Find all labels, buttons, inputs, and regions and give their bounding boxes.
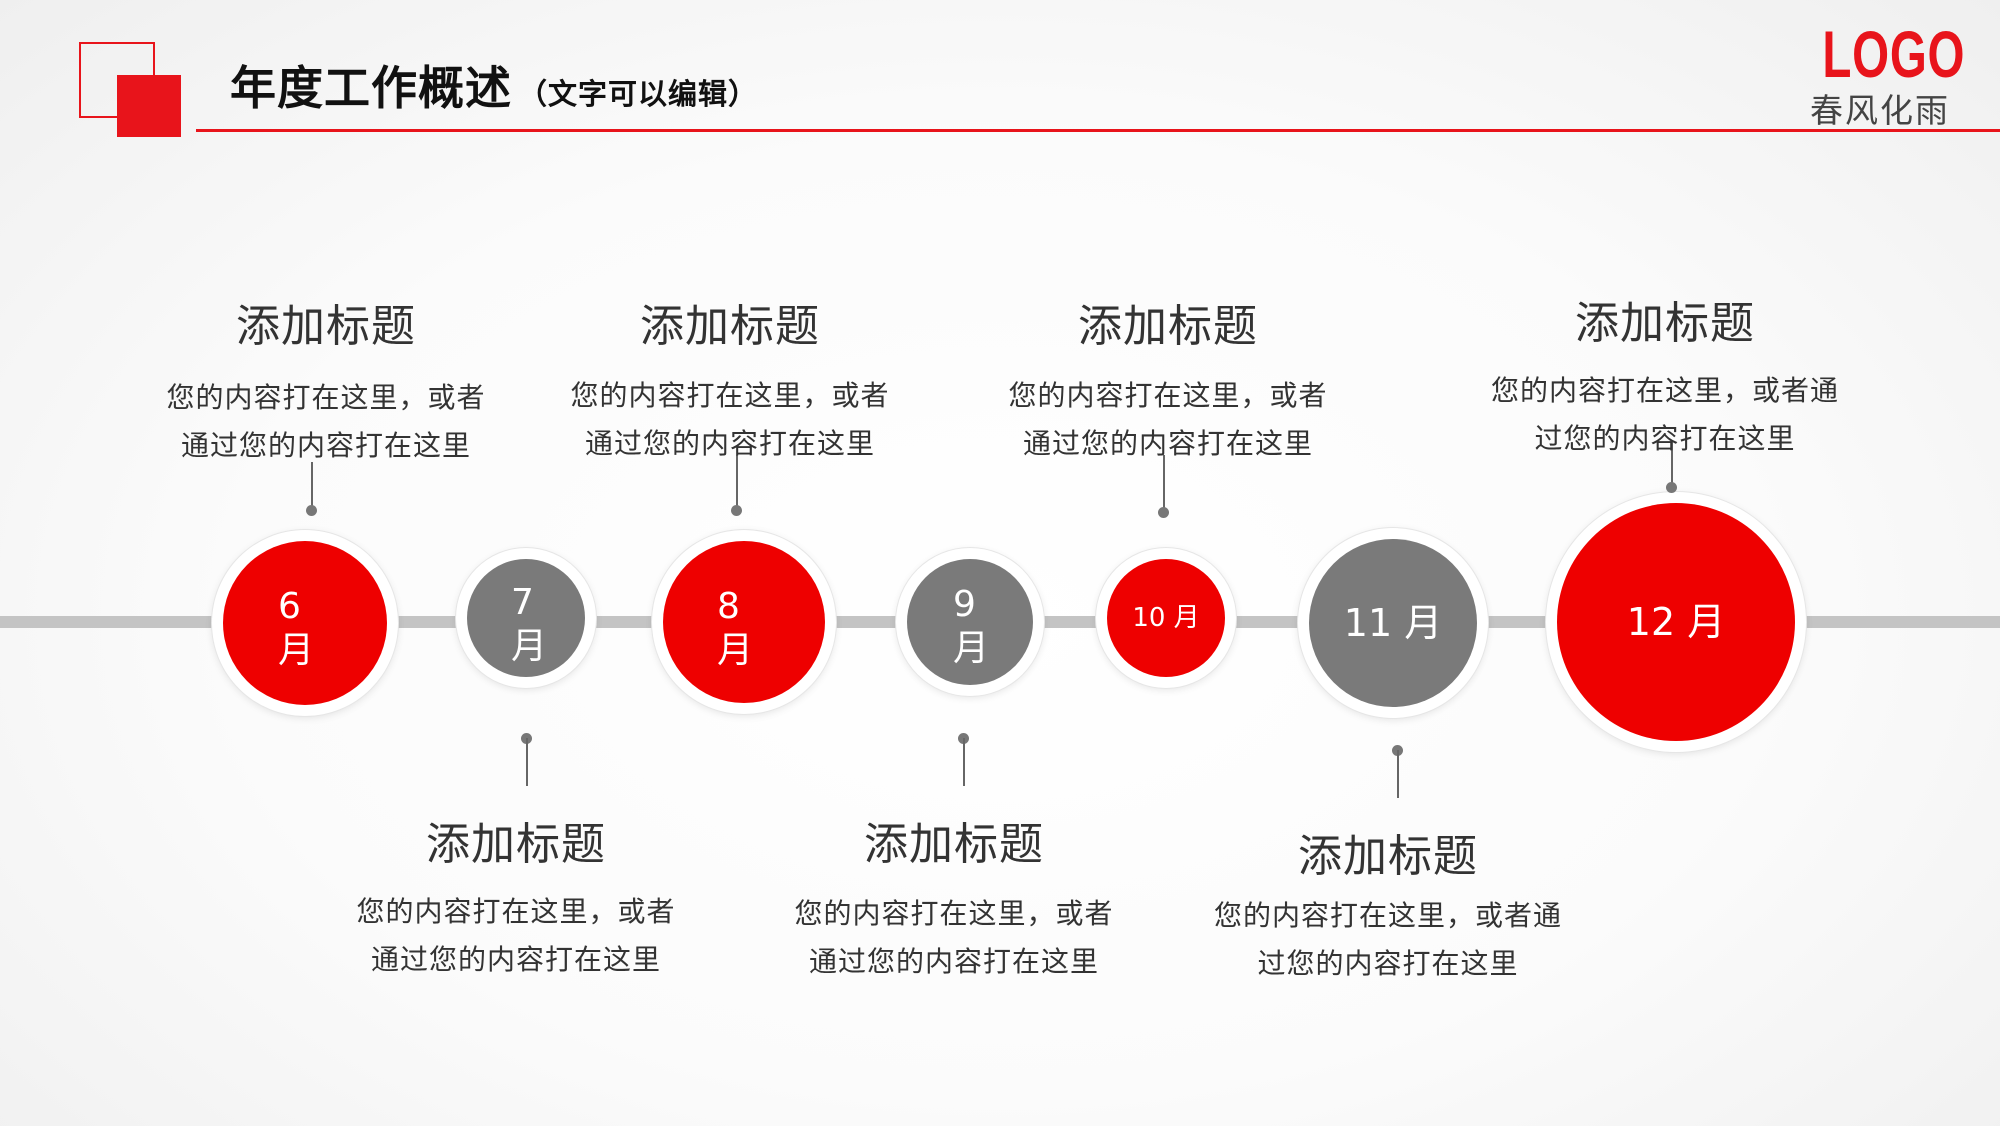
connector-dot-8 [731,505,742,516]
item-text-7-line1: 您的内容打在这里，或者 [356,895,676,928]
item-text-9-line1: 您的内容打在这里，或者 [794,897,1114,930]
header-square-filled [117,75,181,137]
connector-line-11 [1397,750,1399,798]
connector-line-8 [736,455,738,510]
month-circle-8: 8 月 [663,541,825,703]
item-title-9: 添加标题 [864,819,1044,870]
item-block-8: 添加标题 您的内容打在这里，或者 通过您的内容打在这里 [530,290,930,468]
item-text-9: 您的内容打在这里，或者 通过您的内容打在这里 [754,890,1154,986]
month-circle-7: 7 月 [467,559,585,677]
month-node-8: 8 月 [652,530,836,714]
connector-dot-12 [1666,482,1677,493]
item-title-10: 添加标题 [1078,301,1258,352]
logo: LOGO [1822,17,1966,91]
connector-line-10 [1163,455,1165,510]
month-circle-10: 10 月 [1107,559,1225,677]
month-node-11: 11 月 [1298,528,1488,718]
month-circle-9: 9 月 [907,559,1033,685]
logo-subtitle: 春风化雨 [1810,91,1950,130]
item-text-7-line2: 通过您的内容打在这里 [370,943,661,976]
month-label-11: 11 月 [1343,601,1443,645]
item-text-9-line2: 通过您的内容打在这里 [808,945,1099,978]
month-label-7: 7 月 [511,582,548,667]
item-text-8-line1: 您的内容打在这里，或者 [570,379,890,412]
month-circle-12: 12 月 [1557,503,1795,741]
month-label-12: 12 月 [1626,600,1726,644]
item-text-12: 您的内容打在这里，或者通 过您的内容打在这里 [1455,367,1875,463]
item-title-11: 添加标题 [1298,831,1478,882]
item-text-7: 您的内容打在这里，或者 通过您的内容打在这里 [316,888,716,984]
item-title-12: 添加标题 [1575,298,1755,349]
item-text-11: 您的内容打在这里，或者通 过您的内容打在这里 [1178,892,1598,988]
item-block-10: 添加标题 您的内容打在这里，或者 通过您的内容打在这里 [968,290,1368,468]
item-text-11-line2: 过您的内容打在这里 [1257,947,1519,980]
month-label-6: 6 月 [278,586,315,671]
page-title: 年度工作概述（文字可以编辑） [230,52,758,118]
item-block-6: 添加标题 您的内容打在这里，或者 通过您的内容打在这里 [126,290,526,470]
item-text-10: 您的内容打在这里，或者 通过您的内容打在这里 [968,372,1368,468]
month-circle-11: 11 月 [1309,539,1477,707]
item-title-6: 添加标题 [236,301,416,352]
month-node-6: 6 月 [212,530,398,716]
month-circle-6: 6 月 [223,541,387,705]
item-text-8: 您的内容打在这里，或者 通过您的内容打在这里 [530,372,930,468]
connector-line-7 [526,738,528,786]
connector-dot-6 [306,505,317,516]
item-text-11-line1: 您的内容打在这里，或者通 [1213,899,1562,932]
month-label-8: 8 月 [717,586,754,671]
header-divider [196,129,2000,132]
connector-line-6 [311,462,313,510]
page-title-text: 年度工作概述 [230,61,512,115]
month-label-9: 9 月 [953,584,990,669]
item-text-6: 您的内容打在这里，或者 通过您的内容打在这里 [126,374,526,470]
connector-line-9 [963,738,965,786]
item-block-12: 添加标题 您的内容打在这里，或者通 过您的内容打在这里 [1455,287,1875,463]
item-text-10-line2: 通过您的内容打在这里 [1022,427,1313,460]
item-block-7: 添加标题 您的内容打在这里，或者 通过您的内容打在这里 [316,808,716,984]
month-node-7: 7 月 [456,548,596,688]
connector-dot-10 [1158,507,1169,518]
item-block-11: 添加标题 您的内容打在这里，或者通 过您的内容打在这里 [1178,820,1598,988]
item-text-12-line1: 您的内容打在这里，或者通 [1490,374,1839,407]
page-subtitle: （文字可以编辑） [518,77,759,111]
month-node-9: 9 月 [896,548,1044,696]
item-block-9: 添加标题 您的内容打在这里，或者 通过您的内容打在这里 [754,808,1154,986]
connector-line-12 [1671,440,1673,490]
month-node-10: 10 月 [1096,548,1236,688]
item-text-8-line2: 通过您的内容打在这里 [584,427,875,460]
item-text-6-line1: 您的内容打在这里，或者 [166,381,486,414]
item-text-6-line2: 通过您的内容打在这里 [180,429,471,462]
item-text-12-line2: 过您的内容打在这里 [1534,422,1796,455]
month-node-12: 12 月 [1546,492,1806,752]
item-title-7: 添加标题 [426,819,606,870]
item-text-10-line1: 您的内容打在这里，或者 [1008,379,1328,412]
item-title-8: 添加标题 [640,301,820,352]
month-label-10: 10 月 [1132,603,1200,633]
